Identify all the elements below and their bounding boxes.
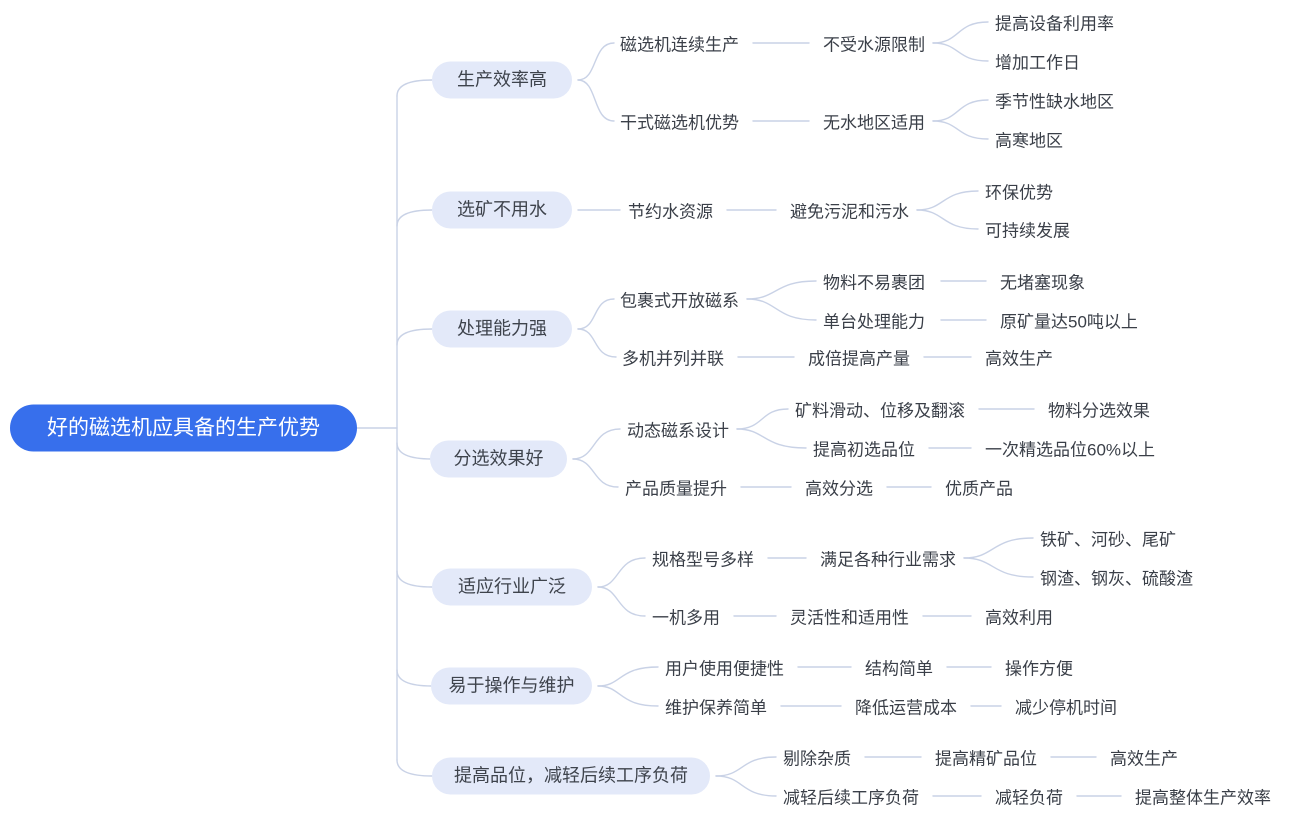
subtopic[interactable]: 矿料滑动、位移及翻滚	[795, 401, 965, 421]
subtopic[interactable]: 可持续发展	[985, 221, 1070, 241]
subtopic[interactable]: 剔除杂质	[783, 749, 851, 769]
branch-topic[interactable]: 提高品位，减轻后续工序负荷	[432, 757, 710, 795]
branch-topic[interactable]: 适应行业广泛	[432, 568, 592, 606]
subtopic[interactable]: 原矿量达50吨以上	[1000, 312, 1138, 332]
subtopic[interactable]: 减轻后续工序负荷	[783, 788, 919, 808]
subtopic[interactable]: 满足各种行业需求	[820, 550, 956, 570]
subtopic[interactable]: 节约水资源	[628, 202, 713, 222]
subtopic[interactable]: 提高初选品位	[813, 440, 915, 460]
subtopic[interactable]: 成倍提高产量	[808, 349, 910, 369]
subtopic[interactable]: 高效生产	[985, 349, 1053, 369]
subtopic[interactable]: 降低运营成本	[855, 698, 957, 718]
subtopic[interactable]: 提高精矿品位	[935, 749, 1037, 769]
subtopic[interactable]: 高效分选	[805, 479, 873, 499]
subtopic[interactable]: 物料分选效果	[1048, 401, 1150, 421]
subtopic[interactable]: 灵活性和适用性	[790, 608, 909, 628]
subtopic[interactable]: 高寒地区	[995, 131, 1063, 151]
branch-topic[interactable]: 生产效率高	[432, 61, 572, 99]
branch-topic[interactable]: 分选效果好	[430, 440, 567, 478]
branch-topic[interactable]: 易于操作与维护	[431, 667, 592, 705]
subtopic[interactable]: 产品质量提升	[625, 479, 727, 499]
subtopic[interactable]: 增加工作日	[995, 53, 1080, 73]
subtopic[interactable]: 干式磁选机优势	[620, 113, 739, 133]
subtopic[interactable]: 钢渣、钢灰、硫酸渣	[1040, 569, 1193, 589]
subtopic[interactable]: 无水地区适用	[823, 113, 925, 133]
subtopic[interactable]: 提高设备利用率	[995, 14, 1114, 34]
subtopic[interactable]: 高效生产	[1110, 749, 1178, 769]
subtopic[interactable]: 季节性缺水地区	[995, 92, 1114, 112]
subtopic[interactable]: 一机多用	[652, 608, 720, 628]
subtopic[interactable]: 结构简单	[865, 659, 933, 679]
subtopic[interactable]: 铁矿、河砂、尾矿	[1040, 530, 1176, 550]
subtopic[interactable]: 用户使用便捷性	[665, 659, 784, 679]
subtopic[interactable]: 不受水源限制	[823, 35, 925, 55]
subtopic[interactable]: 减轻负荷	[995, 788, 1063, 808]
subtopic[interactable]: 提高整体生产效率	[1135, 788, 1271, 808]
subtopic[interactable]: 磁选机连续生产	[620, 35, 739, 55]
branch-topic[interactable]: 选矿不用水	[432, 191, 572, 229]
subtopic[interactable]: 操作方便	[1005, 659, 1073, 679]
subtopic[interactable]: 动态磁系设计	[627, 421, 729, 441]
subtopic[interactable]: 维护保养简单	[665, 698, 767, 718]
subtopic[interactable]: 环保优势	[985, 183, 1053, 203]
subtopic[interactable]: 物料不易裹团	[823, 273, 925, 293]
subtopic[interactable]: 一次精选品位60%以上	[985, 440, 1156, 460]
subtopic[interactable]: 避免污泥和污水	[790, 202, 909, 222]
subtopic[interactable]: 减少停机时间	[1015, 698, 1117, 718]
subtopic[interactable]: 单台处理能力	[823, 312, 925, 332]
subtopic[interactable]: 多机并列并联	[622, 349, 724, 369]
subtopic[interactable]: 包裹式开放磁系	[620, 291, 739, 311]
subtopic[interactable]: 规格型号多样	[652, 550, 754, 570]
subtopic[interactable]: 高效利用	[985, 608, 1053, 628]
branch-topic[interactable]: 处理能力强	[432, 310, 572, 348]
central-topic[interactable]: 好的磁选机应具备的生产优势	[10, 404, 357, 452]
subtopic[interactable]: 优质产品	[945, 479, 1013, 499]
subtopic[interactable]: 无堵塞现象	[1000, 273, 1085, 293]
